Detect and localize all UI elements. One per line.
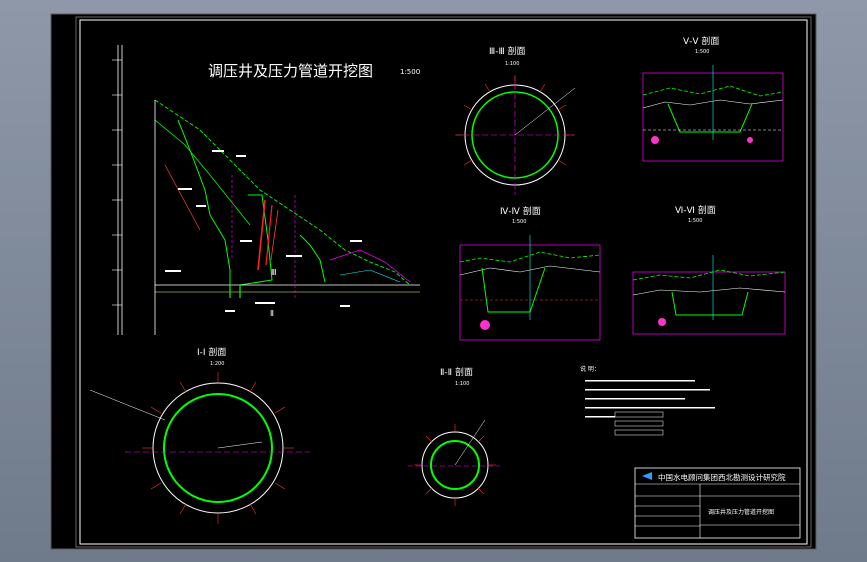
section-4-scale: 1:500: [512, 219, 526, 225]
section-3-diagram: Ⅲ-Ⅲ 剖面 1:100: [455, 45, 576, 195]
section-3-title: Ⅲ-Ⅲ 剖面: [489, 45, 526, 57]
notes-heading: 说 明：: [580, 365, 600, 373]
main-scale: 1:500: [400, 68, 420, 76]
section-3-scale: 1:100: [505, 61, 519, 67]
institute-name: 中国水电顾问集团西北勘测设计研究院: [658, 472, 786, 482]
section-5-title: Ⅴ-Ⅴ 剖面: [683, 35, 719, 47]
title-block: 中国水电顾问集团西北勘测设计研究院 调压井及压力管道开挖图: [634, 467, 801, 539]
section-6-title: Ⅵ-Ⅵ 剖面: [675, 204, 716, 216]
profile-mark-2: Ⅱ: [270, 309, 274, 318]
section-6-scale: 1:500: [688, 218, 702, 224]
section-1-title: Ⅰ-Ⅰ 剖面: [197, 346, 226, 358]
main-profile-drawing: Ⅲ Ⅱ: [154, 99, 420, 335]
section-2-diagram: Ⅱ-Ⅱ 剖面 1:100: [408, 366, 500, 506]
elevation-scale-bar: [112, 45, 123, 335]
main-title: 调压井及压力管道开挖图: [208, 62, 373, 80]
section-4-title: Ⅳ-Ⅳ 剖面: [500, 205, 541, 217]
section-5-diagram: Ⅴ-Ⅴ 剖面 1:500: [642, 35, 784, 162]
drawing-outer-border: [75, 16, 812, 548]
section-1-diagram: Ⅰ-Ⅰ 剖面 1:200: [89, 346, 310, 524]
section-2-scale: 1:100: [455, 381, 469, 387]
section-5-scale: 1:500: [695, 49, 709, 55]
drawing-name: 调压井及压力管道开挖图: [708, 508, 774, 516]
institute-logo-icon: [642, 472, 652, 480]
section-4-diagram: Ⅳ-Ⅳ 剖面 1:500: [459, 205, 601, 341]
section-2-title: Ⅱ-Ⅱ 剖面: [440, 366, 473, 378]
section-1-scale: 1:200: [210, 361, 224, 367]
notes-block: 说 明：: [580, 365, 715, 436]
section-6-diagram: Ⅵ-Ⅵ 剖面 1:500: [632, 204, 786, 335]
profile-mark-3: Ⅲ: [271, 268, 277, 277]
drawing-sheet: [50, 13, 817, 550]
drawing-border: [79, 19, 808, 545]
